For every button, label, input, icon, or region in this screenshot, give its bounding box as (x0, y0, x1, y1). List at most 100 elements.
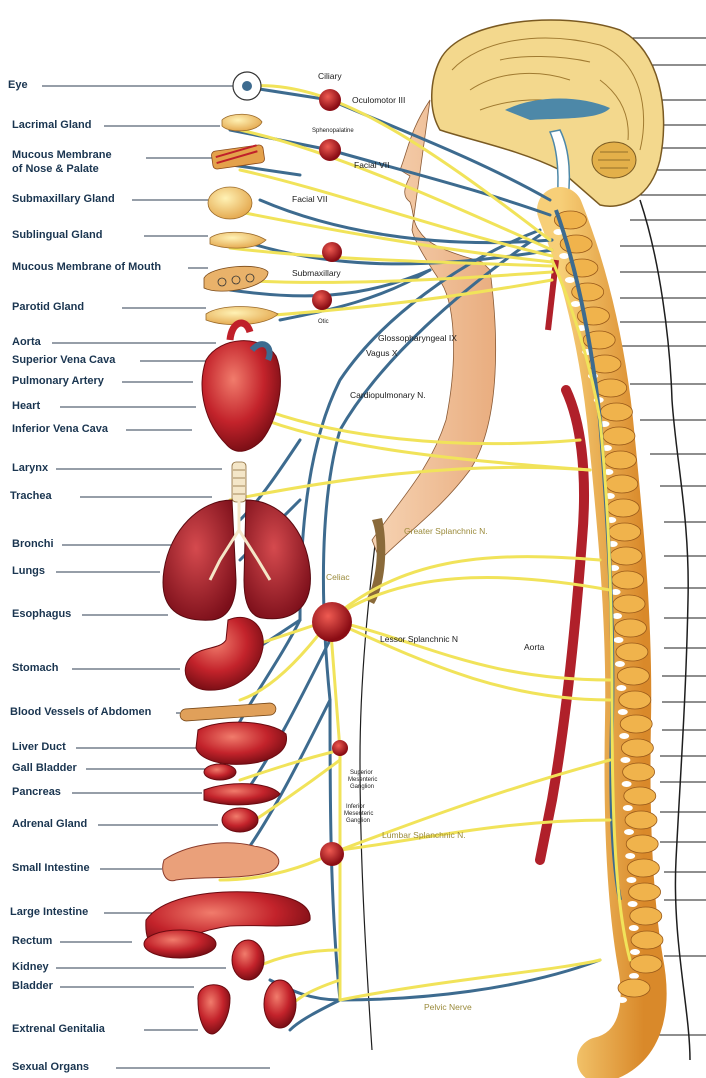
intervertebral-disc (623, 805, 633, 811)
label-pulmonary-artery: Pulmonary Artery (12, 375, 104, 388)
label-inferior-mesenteric-1: Inferior (346, 804, 365, 811)
intervertebral-disc (612, 613, 622, 619)
label-esophagus: Esophagus (12, 608, 71, 621)
label-small-intestine: Small Intestine (12, 862, 90, 875)
label-superior-vena-cava: Superior Vena Cava (12, 354, 115, 367)
intervertebral-disc (618, 709, 628, 715)
vertebra (603, 427, 635, 445)
label-ciliary: Ciliary (318, 71, 342, 81)
vertebra (617, 667, 649, 685)
vertebra (623, 763, 655, 781)
label-bronchi: Bronchi (12, 538, 54, 551)
head-glands (204, 72, 278, 325)
label-glossopharyngeal: Glossopharyngeal IX (378, 333, 457, 343)
label-heart: Heart (12, 400, 40, 413)
label-superior-mesenteric-3: Ganglion (350, 784, 374, 791)
label-superior-mesenteric-2: Mesenteric (348, 777, 377, 784)
vertebra (610, 547, 642, 565)
label-mucous-mouth: Mucous Membrane of Mouth (12, 261, 161, 274)
abdomen-vessel-shape (180, 703, 277, 722)
vertebra (616, 643, 648, 661)
label-superior-mesenteric-1: Superior (350, 770, 373, 777)
label-parotid-gland: Parotid Gland (12, 301, 84, 314)
genitalia-shape (264, 980, 296, 1028)
label-facial-vii-lower: Facial VII (292, 194, 327, 204)
label-inferior-mesenteric-3: Ganglion (346, 818, 370, 825)
label-lumbar-splanchnic: Lumbar Splanchnic N. (382, 830, 466, 840)
vertebra (631, 931, 663, 949)
label-rectum: Rectum (12, 935, 52, 948)
ganglia (312, 89, 352, 866)
label-larynx: Larynx (12, 462, 48, 475)
label-cardiopulmonary: Cardiopulmonary N. (350, 390, 426, 400)
vertebra (619, 691, 651, 709)
intervertebral-disc (615, 661, 625, 667)
label-kidney: Kidney (12, 961, 49, 974)
label-submaxillary-gland: Submaxillary Gland (12, 193, 115, 206)
label-inferior-mesenteric-2: Mesenteric (344, 811, 373, 818)
label-celiac: Celiac (326, 572, 350, 582)
label-otic: Otic (318, 319, 329, 326)
label-lacrimal-gland: Lacrimal Gland (12, 119, 91, 132)
vertebra (626, 835, 658, 853)
superior-mesenteric-ganglion (332, 740, 348, 756)
vertebra (624, 787, 656, 805)
vertebra (614, 619, 646, 637)
intervertebral-disc (629, 925, 639, 931)
label-vagus: Vagus X (366, 348, 398, 358)
label-gall-bladder: Gall Bladder (12, 762, 77, 775)
label-lessor-splanchnic: Lessor Splanchnic N (380, 634, 458, 644)
intervertebral-disc (620, 757, 630, 763)
vertebra (604, 451, 636, 469)
vertebra (600, 403, 632, 421)
abdominal-organs (144, 617, 310, 1034)
vertebra (613, 595, 645, 613)
intervertebral-disc (559, 253, 569, 259)
vertebra (606, 475, 638, 493)
vertebra (618, 979, 650, 997)
label-sexual-organs: Sexual Organs (12, 1061, 89, 1074)
label-external-genitalia: Extrenal Genitalia (12, 1023, 105, 1036)
thorax-organs (163, 323, 310, 620)
pancreas-shape (204, 784, 280, 805)
vertebra (630, 955, 662, 973)
intervertebral-disc (617, 997, 627, 1003)
label-sublingual-gland: Sublingual Gland (12, 229, 102, 242)
right-lung (244, 500, 310, 619)
label-inferior-vena-cava: Inferior Vena Cava (12, 423, 108, 436)
label-greater-splanchnic: Greater Splanchnic N. (404, 526, 488, 536)
intervertebral-disc (622, 781, 632, 787)
label-blood-vessels-abdomen: Blood Vessels of Abdomen (10, 706, 151, 719)
label-aorta-right: Aorta (524, 642, 544, 652)
vertebra (607, 499, 639, 517)
label-adrenal-gland: Adrenal Gland (12, 818, 87, 831)
label-trachea: Trachea (10, 490, 52, 503)
sphenopalatine-ganglion (319, 139, 341, 161)
vertebra (620, 715, 652, 733)
liver-shape (196, 722, 287, 764)
vertebra (609, 523, 641, 541)
vertebra (630, 907, 662, 925)
label-bladder: Bladder (12, 980, 53, 993)
label-pelvic-nerve: Pelvic Nerve (424, 1002, 472, 1012)
intervertebral-disc (625, 853, 635, 859)
label-oculomotor: Oculomotor III (352, 95, 405, 105)
label-stomach: Stomach (12, 662, 58, 675)
left-lung (163, 500, 236, 620)
ciliary-ganglion (319, 89, 341, 111)
intervertebral-disc (565, 277, 575, 283)
label-submaxillary: Submaxillary (292, 268, 341, 278)
inferior-mesenteric-ganglion (320, 842, 344, 866)
label-sphenopalatine: Sphenopalatine (312, 128, 354, 135)
kidney-shape (232, 940, 264, 980)
vertebra (621, 739, 653, 757)
intervertebral-disc (628, 901, 638, 907)
bladder-shape (198, 985, 230, 1034)
intervertebral-disc (626, 877, 636, 883)
label-eye: Eye (8, 79, 28, 92)
label-lungs: Lungs (12, 565, 45, 578)
intervertebral-disc (624, 829, 634, 835)
label-aorta: Aorta (12, 336, 41, 349)
submaxillary-ganglion (322, 242, 342, 262)
intervertebral-disc (571, 301, 581, 307)
